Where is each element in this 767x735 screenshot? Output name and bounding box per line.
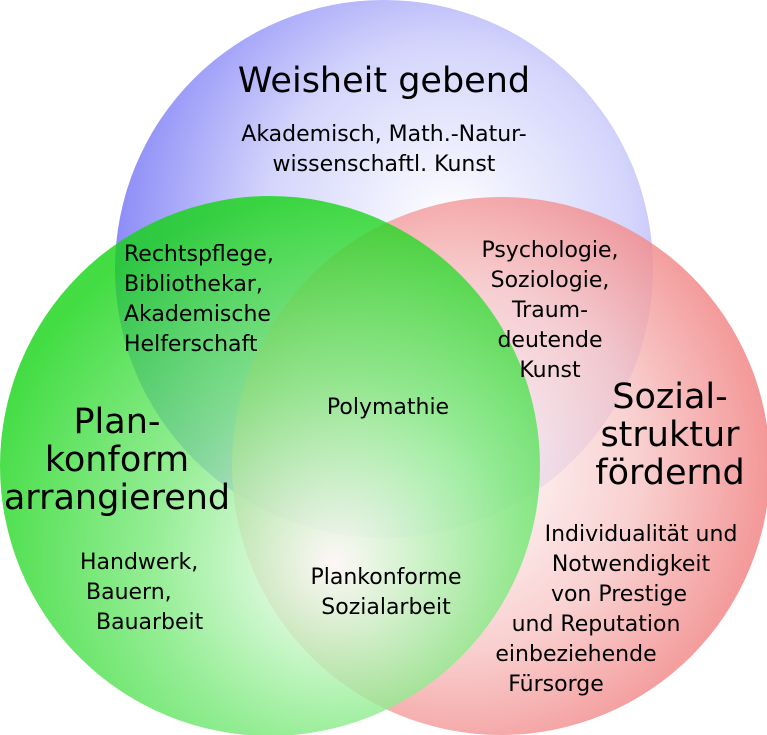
red-subtitle-line: und Reputation <box>511 612 681 637</box>
blue-green-line: Rechtspflege, <box>124 242 274 267</box>
green-title-line: arrangierend <box>3 478 231 518</box>
green-title-line: konform <box>44 440 190 480</box>
green-subtitle-line: Bauern, <box>86 580 172 605</box>
green-subtitle-line: Handwerk, <box>80 550 199 575</box>
green-red-intersection-label: Plankonforme Sozialarbeit <box>272 563 500 623</box>
blue-subtitle-line: wissenschaftl. Kunst <box>272 152 496 177</box>
red-subtitle-line: einbeziehende <box>495 642 657 667</box>
center-intersection-label: Polymathie <box>326 395 450 420</box>
blue-green-intersection-label: Rechtspflege, Bibliothekar, Akademische … <box>124 240 274 360</box>
red-title-line: Sozial- <box>612 377 728 417</box>
green-red-line: Sozialarbeit <box>321 595 451 620</box>
green-subtitle-line: Bauarbeit <box>96 610 204 635</box>
blue-red-line: Traum- <box>511 298 589 323</box>
blue-green-line: Bibliothekar, <box>124 272 263 297</box>
red-subtitle-line: Fürsorge <box>508 672 604 697</box>
green-circle <box>0 196 540 735</box>
blue-red-line: Kunst <box>519 358 581 383</box>
blue-subtitle-line: Akademisch, Math.-Natur- <box>241 122 527 147</box>
blue-circle-subtitle: Akademisch, Math.-Natur- wissenschaftl. … <box>184 120 584 180</box>
green-title-line: Plan- <box>73 402 161 442</box>
blue-green-line: Akademische <box>124 302 271 327</box>
blue-red-line: deutende <box>497 328 603 353</box>
red-title-line: fördernd <box>595 453 745 493</box>
blue-red-intersection-label: Psychologie, Soziologie, Traum- deutende… <box>446 236 654 386</box>
blue-red-line: Psychologie, <box>481 238 619 263</box>
green-circle-subtitle: Handwerk, Bauern, Bauarbeit <box>80 548 203 638</box>
red-title-line: struktur <box>600 415 740 455</box>
green-red-line: Plankonforme <box>310 565 462 590</box>
blue-red-line: Soziologie, <box>490 268 610 293</box>
red-circle-title: Sozial- struktur fördernd <box>582 378 758 492</box>
green-circle-title: Plan- konform arrangierend <box>0 403 246 517</box>
red-subtitle-line: Individualität und <box>544 522 738 547</box>
blue-green-line: Helferschaft <box>124 332 258 357</box>
red-circle-subtitle: Individualität und Notwendigkeit von Pre… <box>466 520 766 700</box>
red-subtitle-line: von Prestige <box>550 582 688 607</box>
red-subtitle-line: Notwendigkeit <box>551 552 711 577</box>
blue-circle-title: Weisheit gebend <box>237 61 531 101</box>
